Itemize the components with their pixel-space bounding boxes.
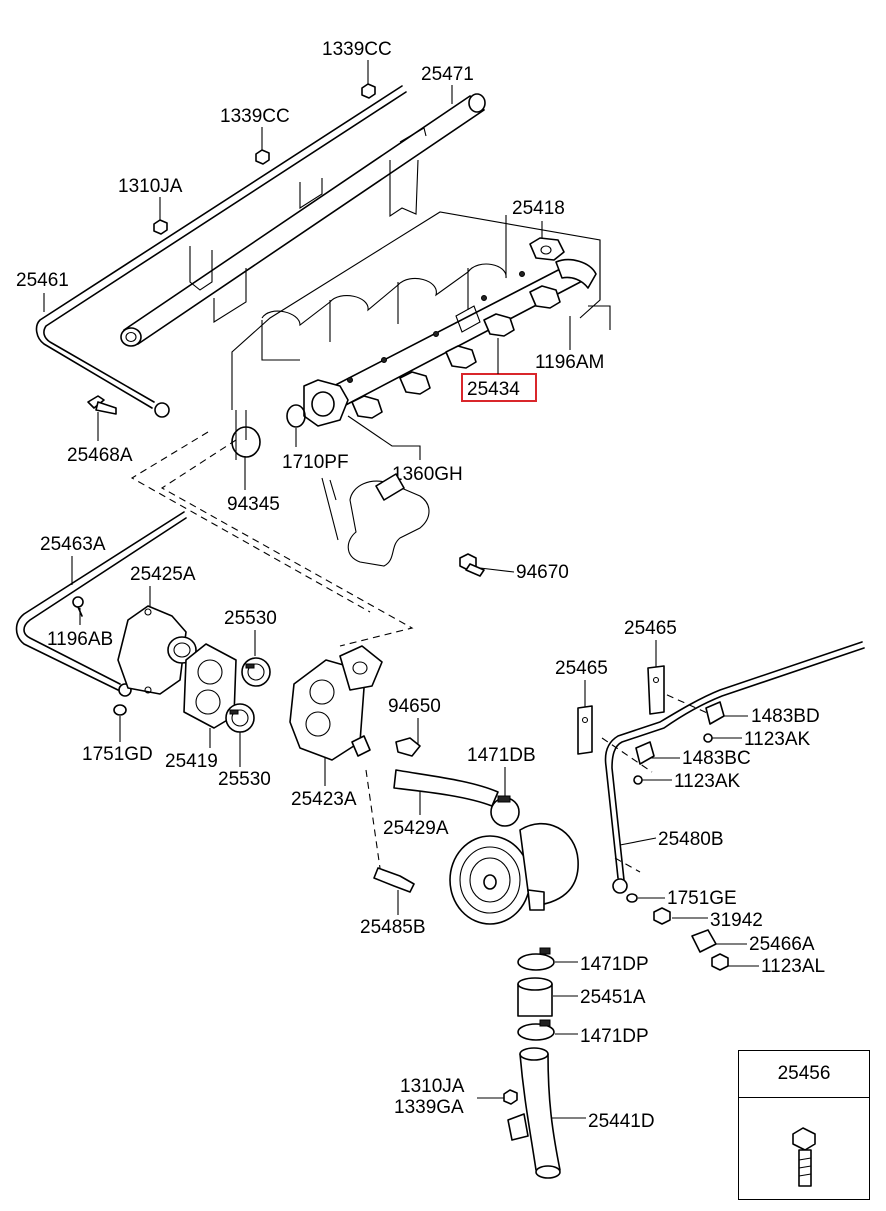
leader-lines xyxy=(43,60,759,1119)
label-25465-left[interactable]: 25465 xyxy=(555,658,608,679)
nuts-1339CC-1310JA[interactable] xyxy=(153,83,376,235)
label-25429A[interactable]: 25429A xyxy=(383,818,449,839)
label-1471DP-bottom[interactable]: 1471DP xyxy=(580,1026,649,1047)
label-25466A[interactable]: 25466A xyxy=(749,934,815,955)
label-25465-right[interactable]: 25465 xyxy=(624,618,677,639)
thermostat-25530-bottom[interactable] xyxy=(225,703,255,733)
label-25419[interactable]: 25419 xyxy=(165,751,218,772)
clamp-1471DB[interactable] xyxy=(490,795,520,827)
label-1471DB[interactable]: 1471DB xyxy=(467,745,536,766)
inset-title[interactable]: 25456 xyxy=(739,1051,869,1098)
callout-labels: 1339CC 25471 1339CC 1310JA 25418 25461 1… xyxy=(16,39,825,1132)
label-25441D[interactable]: 25441D xyxy=(588,1111,655,1132)
label-1483BD[interactable]: 1483BD xyxy=(751,706,820,727)
pipe-25463A[interactable] xyxy=(15,511,187,716)
thermostat-25530-top[interactable] xyxy=(241,657,271,687)
label-1123AL[interactable]: 1123AL xyxy=(761,956,825,977)
water-pump[interactable] xyxy=(449,822,579,925)
bolts-1123AK[interactable] xyxy=(633,733,713,785)
highlight-box-25434 xyxy=(461,373,537,402)
clamp-1471DP-bottom[interactable] xyxy=(517,1019,555,1041)
label-1710PF[interactable]: 1710PF xyxy=(282,452,349,473)
label-25463A[interactable]: 25463A xyxy=(40,534,106,555)
label-94650[interactable]: 94650 xyxy=(388,696,441,717)
label-1123AK-top[interactable]: 1123AK xyxy=(744,729,811,750)
outlet-housing[interactable] xyxy=(347,473,430,567)
inset-panel: 25456 xyxy=(738,1050,870,1200)
label-25461[interactable]: 25461 xyxy=(16,270,69,291)
label-25423A[interactable]: 25423A xyxy=(291,789,357,810)
label-1310JA-bottom[interactable]: 1310JA xyxy=(400,1076,465,1097)
reference-dashed-lines xyxy=(130,431,715,873)
label-1123AK-bottom[interactable]: 1123AK xyxy=(674,771,741,792)
label-1339GA[interactable]: 1339GA xyxy=(394,1097,464,1118)
cylinder-head-outline xyxy=(231,211,611,541)
pipe-25441D[interactable] xyxy=(503,1047,561,1179)
sensor-94650[interactable] xyxy=(395,737,421,757)
label-25471[interactable]: 25471 xyxy=(421,64,474,85)
clamp-1471DP-top[interactable] xyxy=(517,947,555,971)
hose-25429A[interactable] xyxy=(393,769,499,807)
bypass-pipe-25461[interactable] xyxy=(35,85,407,418)
label-1310JA-top[interactable]: 1310JA xyxy=(118,176,183,197)
gaskets[interactable] xyxy=(231,404,306,458)
thermostat-housing-25423A[interactable] xyxy=(289,645,383,761)
label-1339CC-mid[interactable]: 1339CC xyxy=(220,106,290,127)
label-31942[interactable]: 31942 xyxy=(710,910,763,931)
bolt-1196AB[interactable] xyxy=(72,596,84,617)
pipe-25480B[interactable] xyxy=(604,641,865,894)
label-25530-top[interactable]: 25530 xyxy=(224,608,277,629)
water-pipe-25471[interactable] xyxy=(120,93,486,347)
label-1196AB[interactable]: 1196AB xyxy=(47,629,113,650)
label-25485B[interactable]: 25485B xyxy=(360,917,426,938)
label-25451A[interactable]: 25451A xyxy=(580,987,646,1008)
fasteners-lower-right[interactable] xyxy=(626,893,729,971)
label-1360GH[interactable]: 1360GH xyxy=(392,464,463,485)
clips-1483[interactable] xyxy=(635,701,725,765)
label-1339CC-top[interactable]: 1339CC xyxy=(322,39,392,60)
sensor-25485B[interactable] xyxy=(365,769,415,893)
label-1751GE[interactable]: 1751GE xyxy=(667,888,737,909)
brackets-25465[interactable] xyxy=(577,665,665,755)
bolt-25468A[interactable] xyxy=(87,395,117,415)
label-1751GD[interactable]: 1751GD xyxy=(82,744,153,765)
label-25425A[interactable]: 25425A xyxy=(130,564,196,585)
label-94345[interactable]: 94345 xyxy=(227,494,280,515)
label-25434[interactable]: 25434 xyxy=(467,379,520,400)
label-94670[interactable]: 94670 xyxy=(516,562,569,583)
sensor-94670[interactable] xyxy=(459,553,485,577)
label-1196AM[interactable]: 1196AM xyxy=(535,352,604,373)
label-1471DP-top[interactable]: 1471DP xyxy=(580,954,649,975)
label-25480B[interactable]: 25480B xyxy=(658,829,724,850)
label-25530-bottom[interactable]: 25530 xyxy=(218,769,271,790)
label-25418[interactable]: 25418 xyxy=(512,198,565,219)
thermostat-cover-25425A[interactable] xyxy=(117,605,197,695)
coolant-pipe-25434[interactable] xyxy=(303,237,597,427)
hose-25451A[interactable] xyxy=(517,977,553,1017)
inset-bolt-25456[interactable] xyxy=(792,1127,816,1187)
label-1483BC[interactable]: 1483BC xyxy=(682,748,751,769)
label-25468A[interactable]: 25468A xyxy=(67,445,133,466)
